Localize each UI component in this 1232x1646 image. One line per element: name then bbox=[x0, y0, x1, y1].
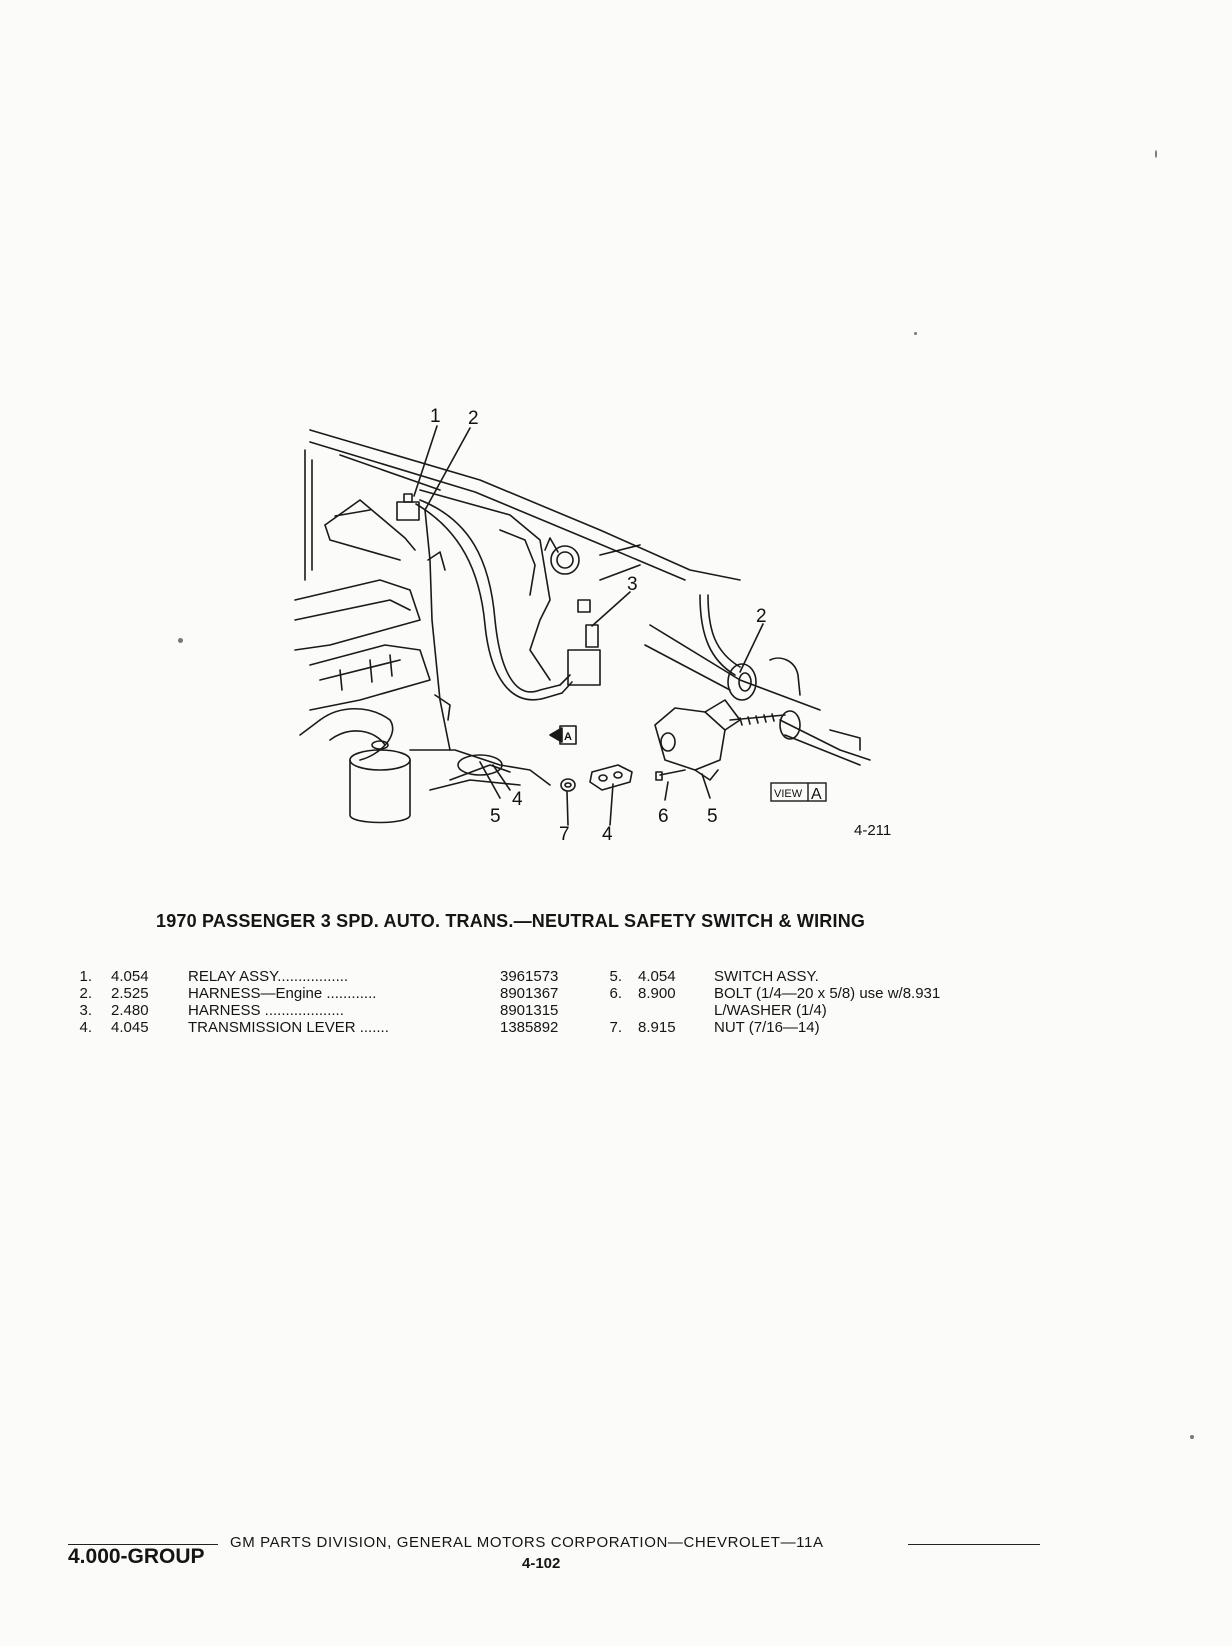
callout-2: 2 bbox=[468, 408, 479, 429]
callout-7: 7 bbox=[559, 824, 570, 845]
view-letter: A bbox=[811, 786, 822, 803]
part-number-index: 4. bbox=[79, 1019, 92, 1036]
callout-6: 6 bbox=[658, 806, 669, 827]
wiring-illustration: 1 2 3 2 4 5 7 4 6 5 A VIEW A 4-211 bbox=[294, 406, 891, 845]
part-number-index: 5. bbox=[609, 968, 622, 985]
footer-rule-left bbox=[68, 1544, 218, 1545]
part-description: RELAY ASSY................. bbox=[188, 968, 349, 985]
part-description: BOLT (1/4—20 x 5/8) use w/8.931 bbox=[714, 985, 941, 1002]
part-description: HARNESS—Engine ............ bbox=[188, 985, 377, 1002]
arrow-letter: A bbox=[564, 731, 572, 743]
part-number-index: 2. bbox=[79, 985, 92, 1002]
part-description: SWITCH ASSY. bbox=[714, 968, 819, 985]
callout-3: 3 bbox=[627, 574, 638, 595]
callout-5: 5 bbox=[490, 806, 501, 827]
figure-number: 4-211 bbox=[854, 822, 891, 839]
view-label: VIEW bbox=[774, 788, 803, 800]
callout-1: 1 bbox=[430, 406, 441, 427]
page-number: 4-102 bbox=[522, 1555, 561, 1572]
scan-speck bbox=[1155, 150, 1157, 158]
footer-rule-right bbox=[908, 1544, 1040, 1545]
part-description: L/WASHER (1/4) bbox=[714, 1002, 827, 1019]
part-number-index: 1. bbox=[79, 968, 92, 985]
part-description: HARNESS ................... bbox=[188, 1002, 344, 1019]
group-label: 4.000-GROUP bbox=[68, 1545, 205, 1568]
part-number-index: 6. bbox=[609, 985, 622, 1002]
group-number: 4.054 bbox=[111, 968, 149, 985]
part-number: 1385892 bbox=[500, 1019, 559, 1036]
part-number-index: 3. bbox=[79, 1002, 92, 1019]
part-number: 8901367 bbox=[500, 985, 559, 1002]
scan-speck bbox=[914, 332, 917, 335]
view-a-label: VIEW A bbox=[770, 782, 827, 803]
group-number: 2.525 bbox=[111, 985, 149, 1002]
callout-4: 4 bbox=[512, 789, 523, 810]
group-number: 8.900 bbox=[638, 985, 676, 1002]
part-number: 8901315 bbox=[500, 1002, 559, 1019]
group-number: 4.045 bbox=[111, 1019, 149, 1036]
callout-4-view: 4 bbox=[602, 824, 613, 845]
part-number-index: 7. bbox=[609, 1019, 622, 1036]
scan-speck bbox=[1190, 1435, 1194, 1439]
part-number: 3961573 bbox=[500, 968, 559, 985]
scan-speck bbox=[178, 638, 183, 643]
callout-2-view: 2 bbox=[756, 606, 767, 627]
callout-5-view: 5 bbox=[707, 806, 718, 827]
group-number: 8.915 bbox=[638, 1019, 676, 1036]
group-number: 2.480 bbox=[111, 1002, 149, 1019]
part-description: TRANSMISSION LEVER ....... bbox=[188, 1019, 389, 1036]
part-description: NUT (7/16—14) bbox=[714, 1019, 820, 1036]
figure-caption: 1970 PASSENGER 3 SPD. AUTO. TRANS.—NEUTR… bbox=[156, 911, 866, 931]
group-number: 4.054 bbox=[638, 968, 676, 985]
footer-division: GM PARTS DIVISION, GENERAL MOTORS CORPOR… bbox=[230, 1534, 824, 1551]
